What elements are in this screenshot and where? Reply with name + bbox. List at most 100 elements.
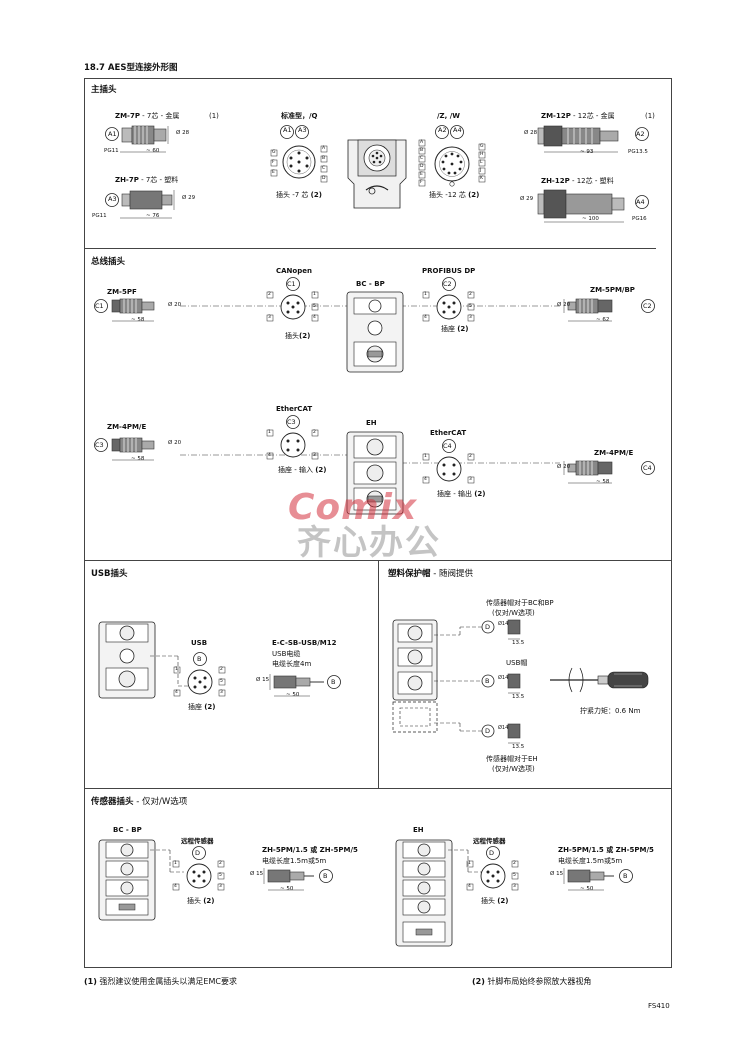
zw-pin-h: H xyxy=(480,152,484,157)
badge-c2-profibus: C2 xyxy=(443,280,452,288)
sensor-badge-b-1: B xyxy=(323,872,328,880)
usb-caption: 插座 (2) xyxy=(188,703,216,711)
pg13-5-label: PG13.5 xyxy=(628,149,648,155)
cap-top-desc-2: (仅对/W选项) xyxy=(492,609,535,617)
page-code: FS410 xyxy=(648,1002,670,1010)
badge-c1-canopen: C1 xyxy=(287,280,296,288)
ethercat-out-pin-3: 3 xyxy=(469,477,472,482)
usb-leader-lines xyxy=(150,655,190,687)
profibus-pin-4: 4 xyxy=(424,315,427,320)
profibus-pin-1: 1 xyxy=(424,292,427,297)
cap-parts-drawing xyxy=(481,619,521,744)
std-pin-c: C xyxy=(322,166,326,171)
section-sensor-connector: 传感器插头 - 仅对/W选项 xyxy=(91,797,188,807)
section-usb-connector: USB插头 xyxy=(91,569,128,579)
z-w-label: /Z, /W xyxy=(437,112,461,120)
badge-a2: A2 xyxy=(636,130,645,138)
length-58b: ~ 58 xyxy=(131,456,145,462)
usb-label: USB xyxy=(191,639,208,647)
ethercat-in-pin-1: 1 xyxy=(268,430,271,435)
eh-body-drawing xyxy=(346,431,404,515)
drawing-frame xyxy=(84,78,672,968)
canopen-pin-2: 2 xyxy=(268,292,271,297)
sensor-bc-bp-body xyxy=(98,839,156,921)
sensor-cable-label-1: ZH-5PM/1.5 或 ZH-5PM/5 xyxy=(262,846,358,854)
divider-main xyxy=(84,248,656,249)
std-pin-a: A xyxy=(322,146,326,151)
ethercat-in-pin-4: 4 xyxy=(268,453,271,458)
badge-c1: C1 xyxy=(95,302,104,310)
canopen-pinout xyxy=(266,277,319,322)
badge-c4: C4 xyxy=(643,464,652,472)
sensor-cable-drawing-1 xyxy=(263,868,333,891)
zm-5pm-bp-label: ZM-5PM/BP xyxy=(590,286,635,294)
usb-cable-desc-2: 电缆长度4m xyxy=(272,660,312,668)
zh-7p-connector-drawing xyxy=(105,190,175,219)
ethercat-in-label: EtherCAT xyxy=(276,405,313,413)
ethercat-out-pinout xyxy=(422,439,475,484)
dia-29b: Ø 29 xyxy=(520,196,534,202)
zw-pin-a: A xyxy=(420,140,424,145)
usb-dia-15: Ø 15 xyxy=(256,677,270,683)
length-58a: ~ 58 xyxy=(131,317,145,323)
zh-7p-label: ZH-7P - 7芯 - 塑料 xyxy=(115,176,179,184)
cap-dia-14c: Ø14 xyxy=(498,725,509,731)
zm-4pm-e-right-label: ZM-4PM/E xyxy=(594,449,634,457)
zw-pin-g: G xyxy=(480,144,484,149)
badge-a3: A3 xyxy=(108,195,117,203)
canopen-label: CANopen xyxy=(276,267,312,275)
zw-pin-l: L xyxy=(480,160,483,165)
canopen-pin-4: 4 xyxy=(313,315,316,320)
zm-5pm-bp-drawing xyxy=(563,298,655,322)
zw-caption: 插头 -12 芯 (2) xyxy=(429,191,480,199)
zh-12p-label: ZH-12P - 12芯 - 塑料 xyxy=(541,177,614,185)
section-protective-cap: 塑料保护帽 - 随阀提供 xyxy=(388,569,473,579)
sensor-eh-label: EH xyxy=(413,826,424,834)
torque-label: 拧紧力矩：0.6 Nm xyxy=(580,707,641,715)
badge-c2: C2 xyxy=(643,302,652,310)
usb-pin-2: 2 xyxy=(220,667,223,672)
sensor1-pin-1: 1 xyxy=(174,861,177,866)
std-caption: 插头 -7 芯 (2) xyxy=(276,191,322,199)
pg16-label: PG16 xyxy=(632,216,647,222)
bc-bp-label: BC - BP xyxy=(356,280,385,288)
cap-bot-desc-1: 传感器帽对于EH xyxy=(486,755,538,763)
sensor1-pin-2: 2 xyxy=(219,861,222,866)
pg11-label-2: PG11 xyxy=(92,213,107,219)
ethercat-out-pin-1: 1 xyxy=(424,454,427,459)
ethercat-in-pin-2: 2 xyxy=(313,430,316,435)
sensor2-pin-2: 2 xyxy=(513,861,516,866)
sensor-pinout-2 xyxy=(466,846,519,891)
divider-usb-cap xyxy=(378,560,379,788)
sensor1-pin-3: 3 xyxy=(219,884,222,889)
cap-width-13-5c: 13.5 xyxy=(512,744,525,750)
dia-20a: Ø 20 xyxy=(168,302,182,308)
std-pin-f: F xyxy=(272,160,275,165)
length-100: ~ 100 xyxy=(582,216,599,222)
zm-4pm-e-right-drawing xyxy=(563,460,655,484)
zw-pin-j: J xyxy=(480,168,482,173)
zh-12p-connector-drawing xyxy=(537,189,649,223)
dia-29: Ø 29 xyxy=(182,195,196,201)
sensor-cable-label-2: ZH-5PM/1.5 或 ZH-5PM/5 xyxy=(558,846,654,854)
badge-c3: C3 xyxy=(95,441,104,449)
sensor-dia-15b: Ø 15 xyxy=(550,871,564,877)
cap-usb-label: USB帽 xyxy=(506,659,528,667)
note-ref-1: (1) xyxy=(209,112,219,120)
zw-pin-b: B xyxy=(420,148,424,153)
divider-cap xyxy=(84,788,672,789)
canopen-pin-5: 5 xyxy=(313,304,316,309)
canopen-caption: 插头(2) xyxy=(285,332,311,340)
ethercat-out-pin-2: 2 xyxy=(469,454,472,459)
sensor-badge-d-2: D xyxy=(489,849,495,857)
zw-pin-e: E xyxy=(420,172,423,177)
badge-a2-zw: A2 xyxy=(438,126,447,134)
usb-cable-desc-1: USB电缆 xyxy=(272,650,301,658)
sensor-leader-2 xyxy=(448,849,482,873)
ethercat-out-caption: 插座 - 输出 (2) xyxy=(437,490,486,498)
sensor-remote-label-1: 远程传感器 xyxy=(181,837,214,845)
zm-7p-connector-drawing xyxy=(105,125,169,153)
std-pinout-drawing xyxy=(270,125,328,183)
cap-width-13-5b: 13.5 xyxy=(512,694,525,700)
ethercat-in-pinout xyxy=(266,415,319,460)
